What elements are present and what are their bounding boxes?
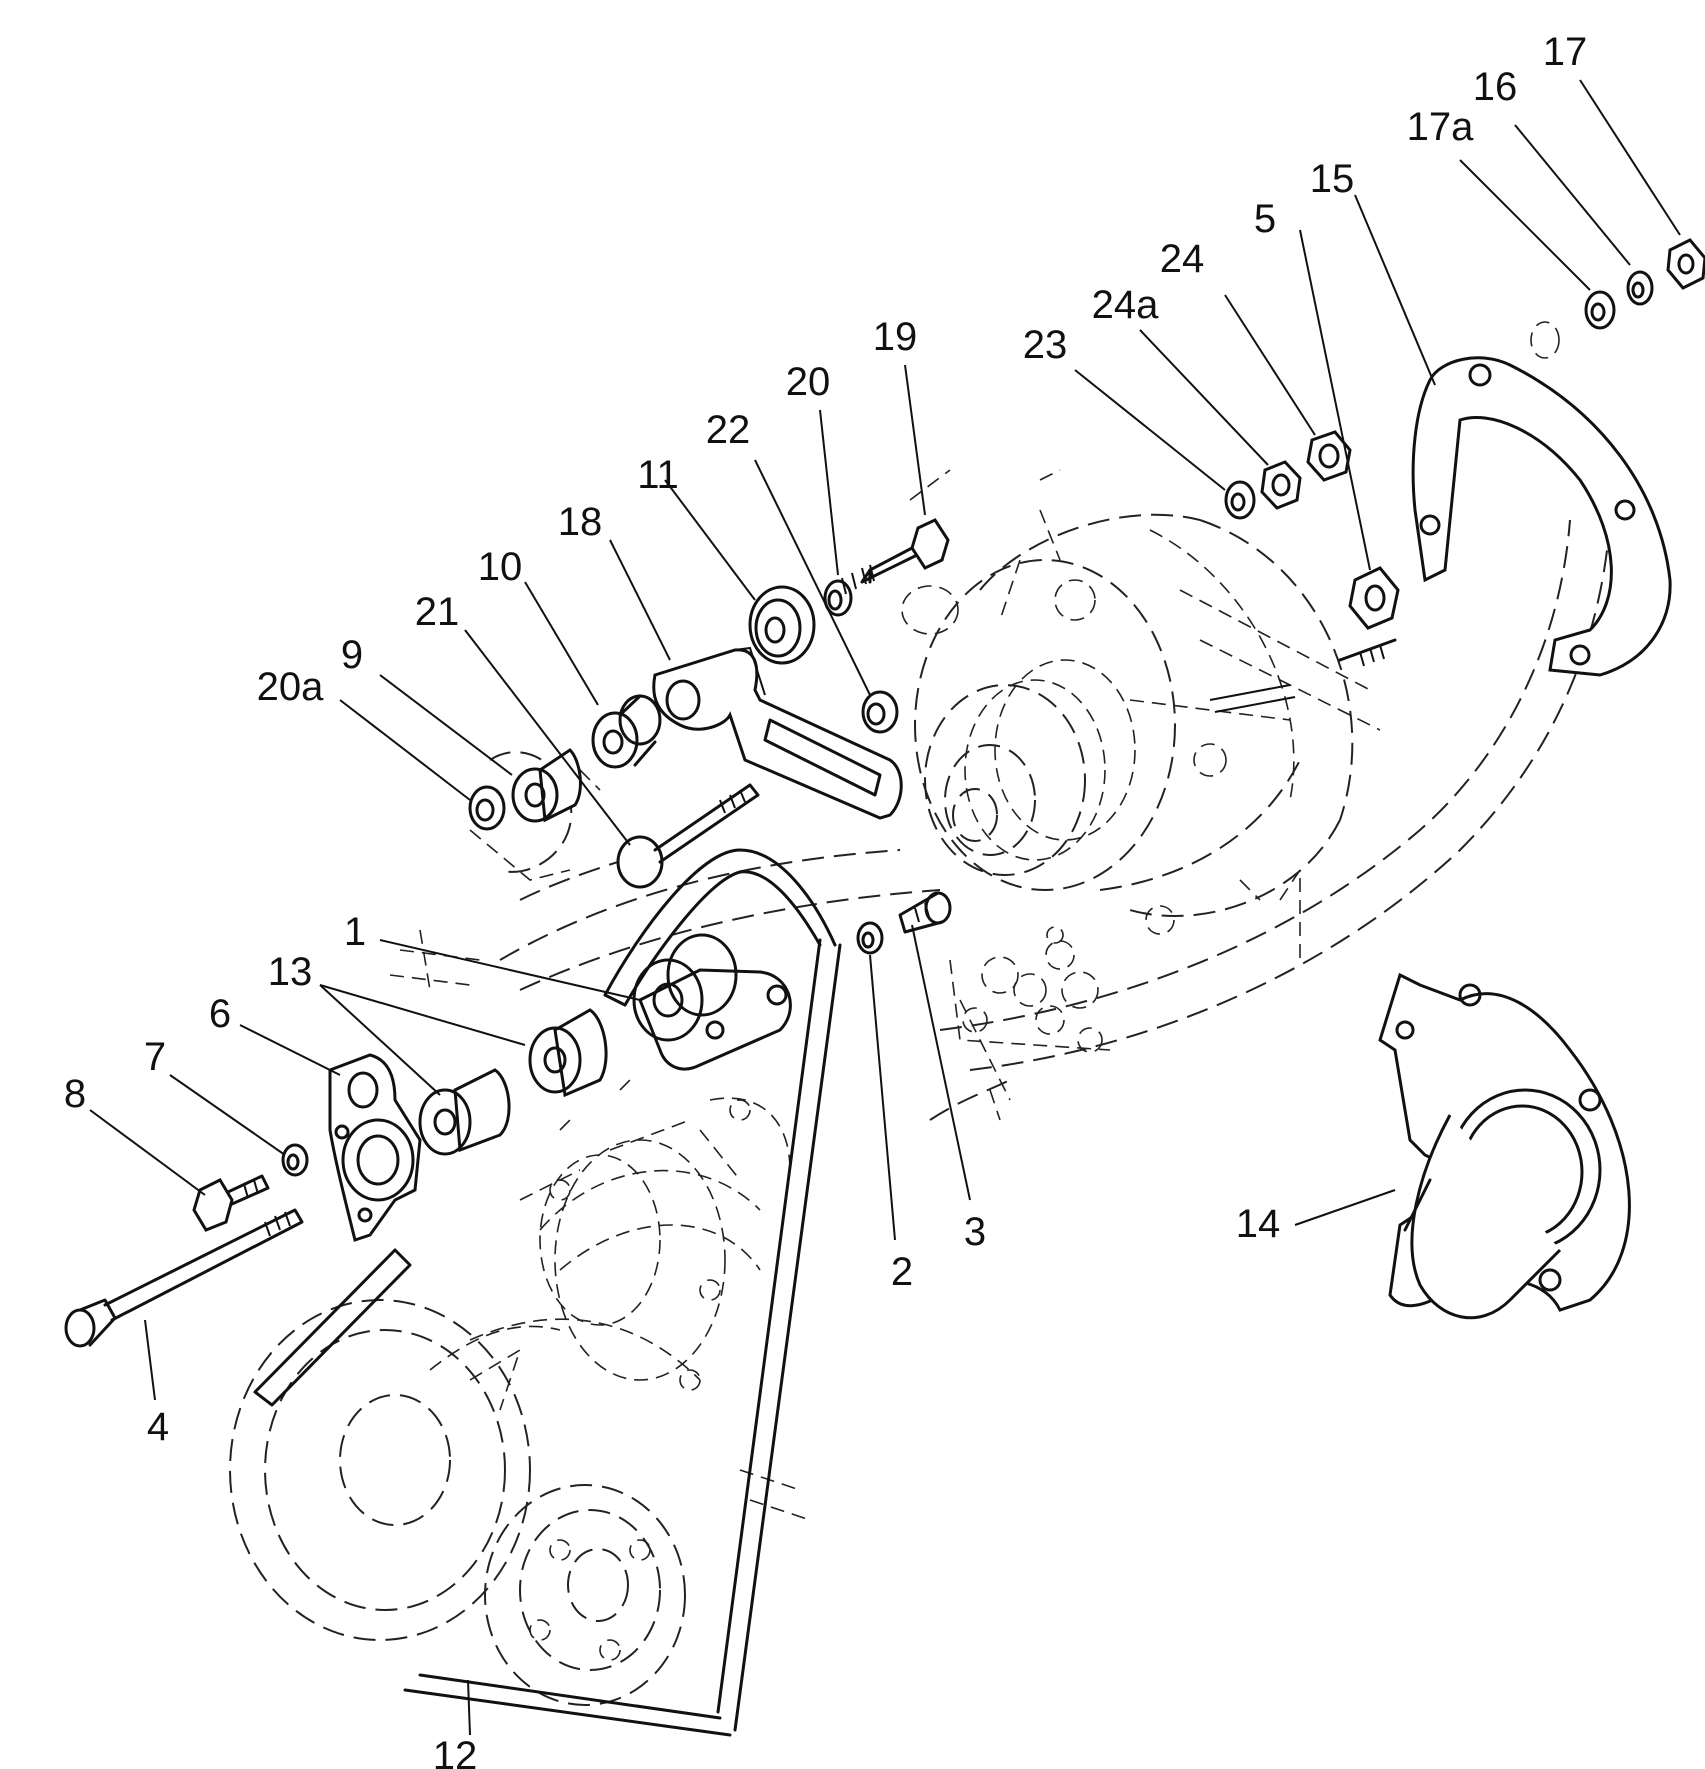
callout-21: 21 xyxy=(415,590,460,634)
callout-6: 6 xyxy=(209,992,231,1036)
callout-5: 5 xyxy=(1254,197,1276,241)
part-5-nut xyxy=(1348,566,1400,630)
leader-21 xyxy=(464,629,631,846)
alternator xyxy=(901,469,1397,935)
part-3-bolt xyxy=(898,891,952,934)
callout-24: 24 xyxy=(1160,237,1205,281)
callout-7: 7 xyxy=(144,1035,166,1079)
callout-22: 22 xyxy=(706,408,751,452)
part-11-pulley xyxy=(748,585,816,665)
callout-4: 4 xyxy=(147,1405,169,1449)
callout-labels: 1 2 3 4 5 6 7 8 9 10 11 12 13 14 15 16 1… xyxy=(64,30,1587,1769)
leader-24 xyxy=(1224,294,1316,436)
part-13-bushings xyxy=(418,1008,608,1156)
leader-18 xyxy=(609,539,671,661)
part-15-cover xyxy=(1411,321,1672,677)
leader-2 xyxy=(869,954,896,1241)
part-8-bolt xyxy=(192,1174,270,1232)
callout-24a: 24a xyxy=(1092,283,1159,327)
callout-3: 3 xyxy=(964,1210,986,1254)
callout-23: 23 xyxy=(1023,323,1068,367)
callout-16: 16 xyxy=(1473,65,1518,109)
leader-3 xyxy=(911,924,971,1201)
callout-19: 19 xyxy=(873,315,918,359)
leader-20a xyxy=(339,699,471,801)
leader-14 xyxy=(1294,1189,1396,1226)
leader-6 xyxy=(239,1024,341,1076)
leader-16 xyxy=(1514,124,1631,266)
leader-10 xyxy=(524,581,599,706)
part-17a-washer xyxy=(1584,290,1616,330)
crank-pulleys xyxy=(229,1079,811,1706)
callout-12: 12 xyxy=(433,1734,478,1769)
callout-2: 2 xyxy=(891,1250,913,1294)
callout-17: 17 xyxy=(1543,30,1588,74)
part-6-bracket xyxy=(328,1053,422,1242)
part-4-long-bolt xyxy=(64,1208,304,1348)
callout-20a: 20a xyxy=(257,665,324,709)
leader-22 xyxy=(754,459,871,696)
part-23-washer xyxy=(1224,480,1256,520)
leader-5 xyxy=(1299,229,1371,571)
leader-7 xyxy=(169,1074,286,1156)
leader-23 xyxy=(1074,369,1226,491)
callout-9: 9 xyxy=(341,633,363,677)
leader-1 xyxy=(379,939,641,1001)
callout-20: 20 xyxy=(786,360,831,404)
leader-17a xyxy=(1459,159,1591,291)
part-19-bolt xyxy=(841,518,950,595)
part-17-nut xyxy=(1666,238,1705,290)
part-14-cover-housing xyxy=(1378,972,1631,1320)
callout-14: 14 xyxy=(1236,1202,1281,1246)
leader-24a xyxy=(1139,329,1269,466)
leader-4 xyxy=(144,1319,156,1401)
part-24a-lock-nut xyxy=(1260,460,1302,510)
part-21-stud xyxy=(616,783,760,889)
callout-18: 18 xyxy=(558,500,603,544)
leader-lines xyxy=(89,79,1681,1736)
callout-1: 1 xyxy=(344,910,366,954)
part-2-washer xyxy=(856,921,884,955)
leader-19 xyxy=(904,364,926,516)
leader-8 xyxy=(89,1109,206,1196)
leader-13b xyxy=(319,984,441,1096)
callout-11: 11 xyxy=(637,453,679,497)
leader-15 xyxy=(1354,194,1436,386)
callout-15: 15 xyxy=(1310,157,1355,201)
part-16-lock-washer xyxy=(1626,270,1654,306)
drive-belt xyxy=(253,848,842,1737)
part-10-spacer xyxy=(591,694,662,769)
callout-17a: 17a xyxy=(1407,105,1474,149)
leader-9 xyxy=(379,674,513,776)
part-18-adjusting-link xyxy=(652,646,903,820)
part-24-nut xyxy=(1306,430,1352,482)
part-20a-washer xyxy=(468,785,506,831)
part-7-washer xyxy=(281,1143,309,1177)
part-20-washer xyxy=(823,579,853,617)
leader-12 xyxy=(467,1679,471,1736)
leader-20 xyxy=(819,409,839,576)
callout-8: 8 xyxy=(64,1072,86,1116)
leader-17 xyxy=(1579,79,1681,236)
part-22-washer xyxy=(861,690,899,734)
callout-10: 10 xyxy=(478,545,523,589)
leader-13a xyxy=(319,984,526,1046)
part-1-tension-bracket xyxy=(632,933,792,1071)
leader-11 xyxy=(664,479,756,601)
callout-13: 13 xyxy=(268,950,313,994)
